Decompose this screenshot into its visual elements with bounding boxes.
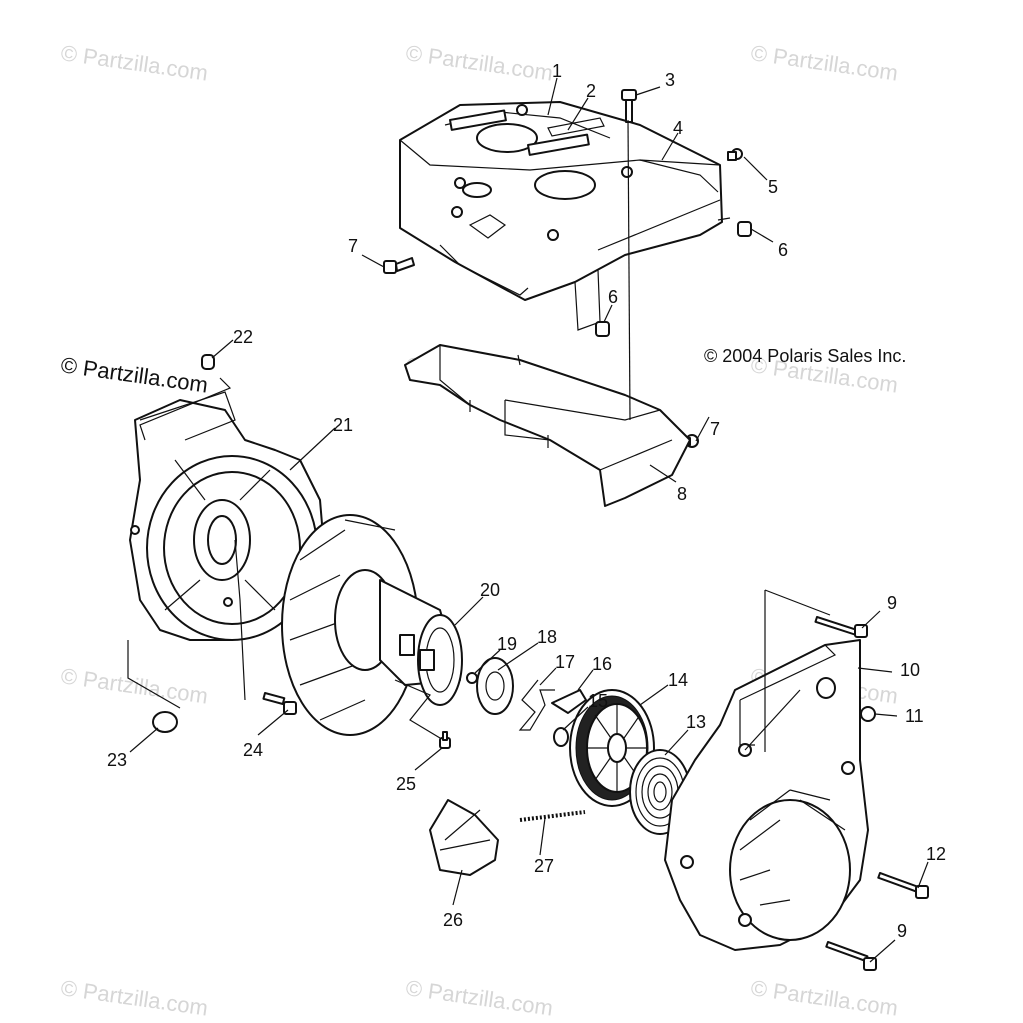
callout-17: 17 <box>555 652 575 672</box>
callout-6b: 6 <box>608 287 618 307</box>
spring-clip <box>518 679 555 731</box>
callout-5: 5 <box>768 177 778 197</box>
callout-12: 12 <box>926 844 946 864</box>
nut-icon <box>466 672 478 684</box>
callout-26: 26 <box>443 910 463 930</box>
bolt-icon <box>439 731 451 749</box>
watermark-text: © Partzilla.com <box>404 975 554 1020</box>
callout-2: 2 <box>586 81 596 101</box>
callout-8: 8 <box>677 484 687 504</box>
callout-24: 24 <box>243 740 263 760</box>
bolt-icon <box>262 692 297 715</box>
upper-shroud-cover <box>399 101 723 331</box>
callout-16: 16 <box>592 654 612 674</box>
callout-7a: 7 <box>348 236 358 256</box>
callout-7b: 7 <box>710 419 720 439</box>
watermark-text-dark: © Partzilla.com <box>59 352 209 397</box>
callout-9a: 9 <box>887 593 897 613</box>
callout-25: 25 <box>396 774 416 794</box>
callout-14: 14 <box>668 670 688 690</box>
starter-pulley <box>476 657 514 715</box>
watermark-text: © Partzilla.com <box>59 663 209 708</box>
callout-9b: 9 <box>897 921 907 941</box>
watermark-text: © Partzilla.com <box>59 40 209 85</box>
fan-housing <box>129 391 326 641</box>
callout-15: 15 <box>588 691 608 711</box>
dowel-pin-icon <box>201 354 215 370</box>
screw-icon <box>727 148 743 161</box>
leader-lines <box>127 77 929 963</box>
callout-20: 20 <box>480 580 500 600</box>
callout-27: 27 <box>534 856 554 876</box>
callout-labels: 1 2 3 4 5 6 6 7 7 8 9 9 10 11 12 13 14 1… <box>107 61 946 941</box>
bolt-icon <box>383 257 415 274</box>
callout-4: 4 <box>673 118 683 138</box>
bolt-icon <box>825 941 877 971</box>
air-duct <box>404 344 691 507</box>
watermark-text: © Partzilla.com <box>749 975 899 1020</box>
copyright-notice: © 2004 Polaris Sales Inc. <box>704 346 906 366</box>
decal <box>547 117 605 137</box>
recoil-reel <box>569 689 655 807</box>
flywheel-fan <box>281 514 463 736</box>
watermark-text: © Partzilla.com <box>59 975 209 1020</box>
washer-icon <box>553 727 569 747</box>
callout-18: 18 <box>537 627 557 647</box>
bolt-icon <box>814 615 868 638</box>
grommet-icon <box>595 321 610 337</box>
callout-13: 13 <box>686 712 706 732</box>
bolt-icon <box>877 872 929 899</box>
callout-1: 1 <box>552 61 562 81</box>
callout-22: 22 <box>233 327 253 347</box>
recoil-housing <box>664 639 869 951</box>
callout-6a: 6 <box>778 240 788 260</box>
callout-19: 19 <box>497 634 517 654</box>
callout-3: 3 <box>665 70 675 90</box>
starter-handle <box>429 799 499 876</box>
nut-icon <box>860 706 876 722</box>
watermark-text: © Partzilla.com <box>404 40 554 85</box>
cap-plug-icon <box>152 711 178 733</box>
starter-pawl <box>551 689 587 714</box>
callout-23: 23 <box>107 750 127 770</box>
callout-10: 10 <box>900 660 920 680</box>
starter-rope <box>519 810 586 822</box>
bolt-icon <box>621 89 637 123</box>
callout-11: 11 <box>905 706 924 726</box>
grommet-icon <box>737 221 752 237</box>
callout-21: 21 <box>333 415 353 435</box>
watermark-text: © Partzilla.com <box>749 40 899 85</box>
